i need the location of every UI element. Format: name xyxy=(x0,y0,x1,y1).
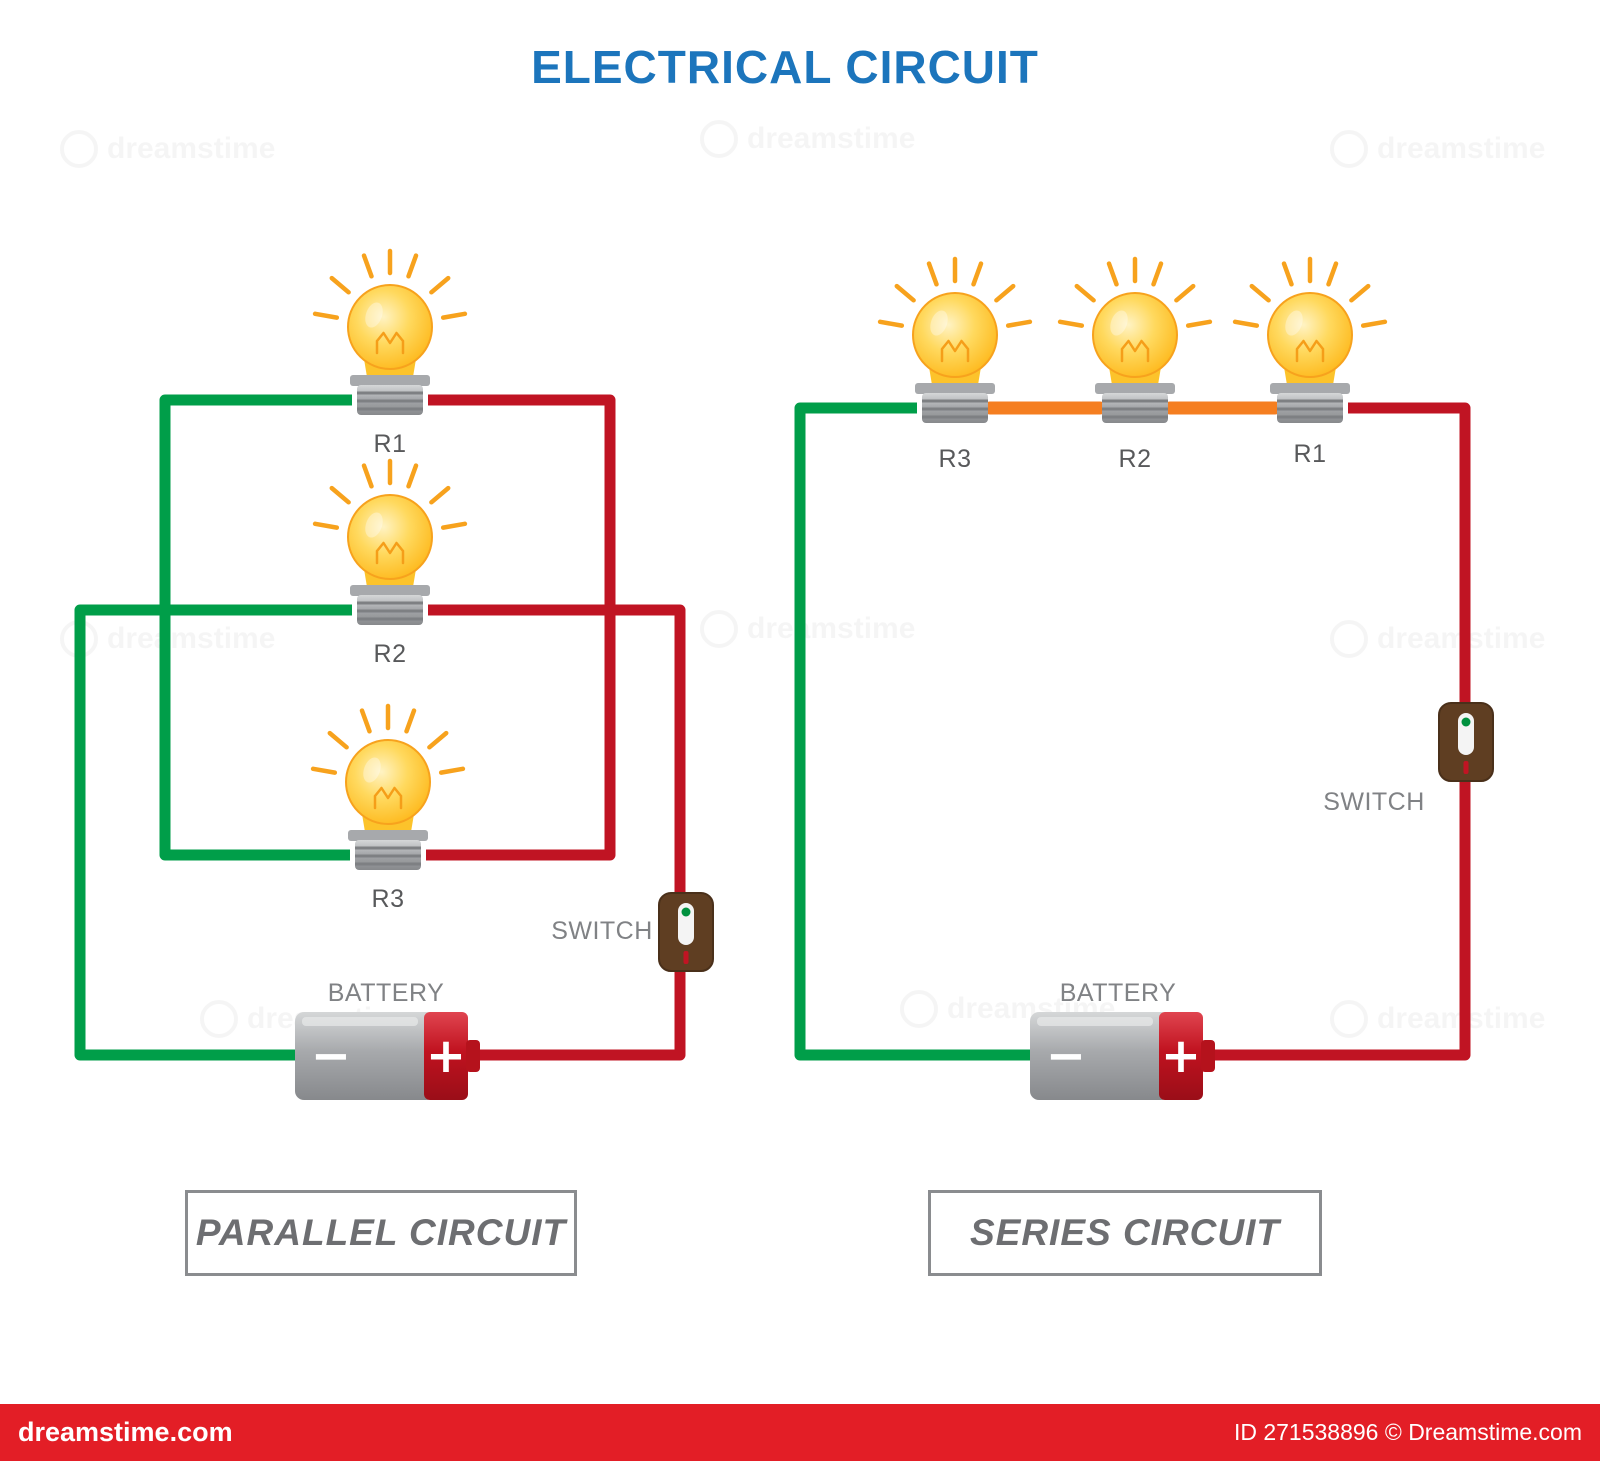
parallel-bulb-label-r3: R3 xyxy=(371,885,405,913)
battery-plus-sign: + xyxy=(426,1028,466,1084)
parallel-caption: PARALLEL CIRCUIT xyxy=(195,1212,567,1253)
parallel-circuit: − + xyxy=(74,251,714,1100)
bulb-icon-r2 xyxy=(1060,259,1210,423)
switch-icon xyxy=(1438,702,1494,782)
series-caption: SERIES CIRCUIT xyxy=(969,1212,1281,1253)
parallel-caption-box: PARALLEL CIRCUIT xyxy=(185,1190,577,1276)
series-bulb-label-r2: R2 xyxy=(1118,445,1152,473)
parallel-battery-label: BATTERY xyxy=(327,979,445,1007)
switch-icon xyxy=(658,892,714,972)
footer-image-id: ID 271538896 © Dreamstime.com xyxy=(1233,1419,1582,1445)
parallel-red-wire-r1-r3 xyxy=(426,394,616,861)
series-switch-label: SWITCH xyxy=(1323,788,1425,816)
series-caption-box: SERIES CIRCUIT xyxy=(928,1190,1322,1276)
battery-minus-sign: − xyxy=(1046,1028,1086,1084)
series-circuit: − + xyxy=(794,259,1494,1100)
parallel-green-wire-r1-r3 xyxy=(159,394,352,861)
series-red-wire xyxy=(1205,402,1471,1061)
battery-plus-sign: + xyxy=(1161,1028,1201,1084)
battery-minus-sign: − xyxy=(311,1028,351,1084)
series-bulb-label-r1: R1 xyxy=(1293,440,1327,468)
battery-icon: − + xyxy=(1030,1012,1215,1100)
series-battery-label: BATTERY xyxy=(1059,979,1177,1007)
parallel-red-wire-r2-battery xyxy=(428,604,686,1061)
battery-icon: − + xyxy=(295,1012,480,1100)
page-title: ELECTRICAL CIRCUIT xyxy=(531,41,1039,93)
bulb-icon-r3 xyxy=(313,706,463,870)
bulb-icon-r3 xyxy=(880,259,1030,423)
parallel-bulb-label-r1: R1 xyxy=(373,430,407,458)
bulb-icon-r1 xyxy=(1235,259,1385,423)
bulb-icon-r2 xyxy=(315,461,465,625)
parallel-green-wire-r2-battery xyxy=(74,604,352,1061)
series-bulb-label-r3: R3 xyxy=(938,445,972,473)
parallel-switch-label: SWITCH xyxy=(551,917,653,945)
footer-site-text: dreamstime.com xyxy=(18,1417,233,1447)
watermark-footer-bar: dreamstime.com ID 271538896 © Dreamstime… xyxy=(0,1404,1600,1461)
series-green-wire xyxy=(794,402,1035,1061)
bulb-icon-r1 xyxy=(315,251,465,415)
parallel-bulb-label-r2: R2 xyxy=(373,640,407,668)
